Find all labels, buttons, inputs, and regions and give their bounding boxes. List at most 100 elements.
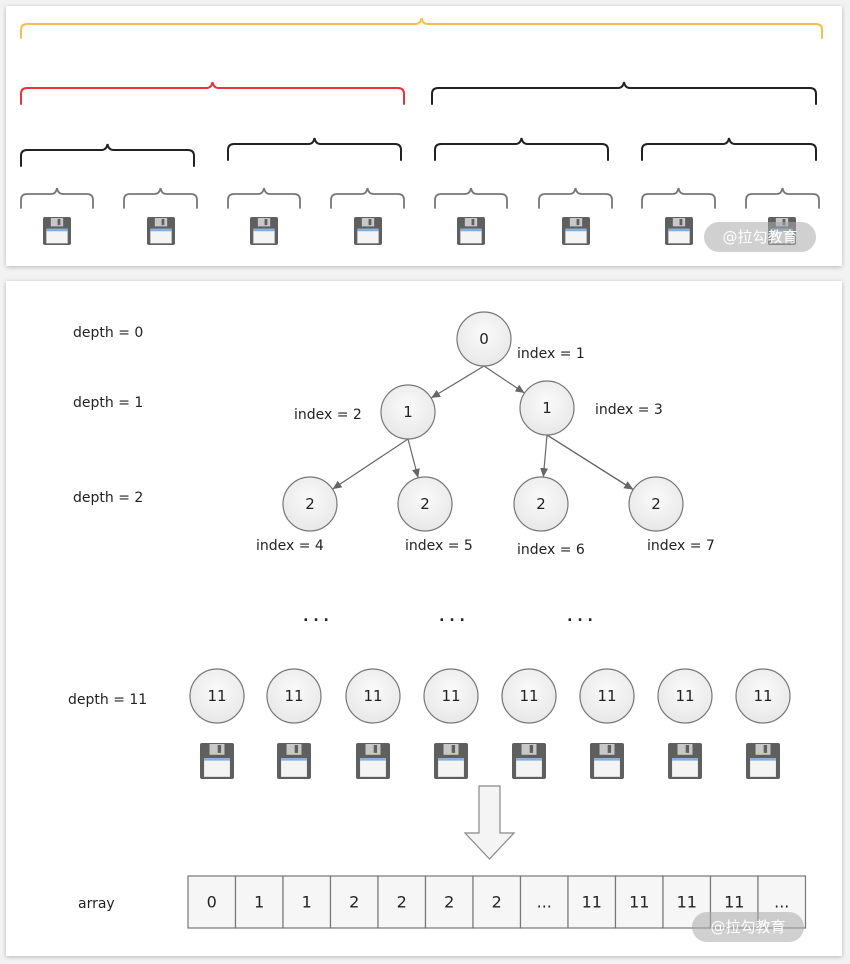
array-cell-value: 11 <box>724 893 744 912</box>
brace-level-3 <box>745 187 820 209</box>
leaf-node: 11 <box>345 668 401 724</box>
node-value: 11 <box>597 687 616 705</box>
brace-level-2 <box>641 137 817 161</box>
leaf-node: 11 <box>579 668 635 724</box>
depth-label-1: depth = 1 <box>73 395 143 411</box>
leaf-node: 11 <box>266 668 322 724</box>
leaf-node: 11 <box>189 668 245 724</box>
node-value: 2 <box>305 495 315 513</box>
brace-level-3 <box>227 187 301 209</box>
ellipsis: . . . <box>567 609 593 625</box>
tree-node: 2 <box>282 476 338 532</box>
array-cell-value: 2 <box>397 893 407 912</box>
brace-level-3 <box>538 187 613 209</box>
brace-level-2 <box>434 137 609 161</box>
node-value: 11 <box>753 687 772 705</box>
tree-edge <box>540 434 549 478</box>
array-label: array <box>78 896 115 912</box>
floppy-disk-icon <box>668 743 702 779</box>
brace-level-3 <box>20 187 94 209</box>
tree-node: 1 <box>380 384 436 440</box>
tree-edge <box>546 434 634 491</box>
brace-hierarchy-panel: @拉勾教育 <box>6 6 842 266</box>
depth-label-2: depth = 2 <box>73 490 143 506</box>
array-cell-value: 2 <box>349 893 359 912</box>
array-cell: 2 <box>424 875 474 929</box>
array-cell: 1 <box>282 875 332 929</box>
watermark: @拉勾教育 <box>692 912 804 942</box>
depth-label-11: depth = 11 <box>68 692 147 708</box>
floppy-disk-icon <box>354 217 382 245</box>
tree-array-diagram: depth = 0 depth = 1 depth = 2 depth = 11… <box>68 311 807 942</box>
brace-level-1-left <box>20 81 405 105</box>
leaf-node: 11 <box>423 668 479 724</box>
array-cell-value: 1 <box>302 893 312 912</box>
index-label: index = 1 <box>517 346 585 362</box>
leaf-node: 11 <box>501 668 557 724</box>
brace-level-3 <box>434 187 508 209</box>
ellipsis: . . . <box>439 609 465 625</box>
svg-text:@拉勾教育: @拉勾教育 <box>710 918 785 936</box>
floppy-disk-icon <box>562 217 590 245</box>
floppy-disk-icon <box>590 743 624 779</box>
node-value: 1 <box>403 403 413 421</box>
floppy-disk-icon <box>200 743 234 779</box>
index-label: index = 6 <box>517 542 585 558</box>
tree-node: 2 <box>397 476 453 532</box>
node-value: 0 <box>479 330 489 348</box>
brace-hierarchy-diagram: @拉勾教育 <box>20 17 823 252</box>
node-value: 1 <box>542 399 552 417</box>
node-value: 11 <box>441 687 460 705</box>
floppy-disk-icon <box>665 217 693 245</box>
tree-edge <box>332 438 409 490</box>
array-cell: ... <box>519 875 569 929</box>
array-cell-value: 11 <box>677 893 697 912</box>
tree-node: 2 <box>513 476 569 532</box>
index-label: index = 5 <box>405 538 473 554</box>
svg-text:@拉勾教育: @拉勾教育 <box>722 228 797 246</box>
floppy-disk-icon <box>457 217 485 245</box>
tree-array-panel: depth = 0 depth = 1 depth = 2 depth = 11… <box>6 281 842 956</box>
index-label: index = 2 <box>294 407 362 423</box>
floppy-disk-icon <box>250 217 278 245</box>
floppy-disk-icon <box>746 743 780 779</box>
array-cell-value: 2 <box>444 893 454 912</box>
node-value: 2 <box>651 495 661 513</box>
node-value: 11 <box>363 687 382 705</box>
tree-node: 1 <box>519 380 575 436</box>
down-arrow-icon <box>463 785 516 860</box>
tree-node: 2 <box>628 476 684 532</box>
brace-level-1-right <box>431 81 817 105</box>
array-cell-value: 1 <box>254 893 264 912</box>
array-cell: 11 <box>614 875 664 929</box>
floppy-disk-icon <box>147 217 175 245</box>
tree-node: 0 <box>456 311 512 367</box>
node-value: 11 <box>675 687 694 705</box>
ellipsis: . . . <box>303 609 329 625</box>
array-cell: 0 <box>187 875 237 929</box>
floppy-disk-icon <box>43 217 71 245</box>
floppy-disk-icon <box>512 743 546 779</box>
array-cell-value: ... <box>537 893 552 912</box>
brace-level-3 <box>641 187 716 209</box>
node-value: 11 <box>284 687 303 705</box>
array-cell: 1 <box>234 875 284 929</box>
tree-edge <box>483 365 525 394</box>
floppy-disk-icon <box>356 743 390 779</box>
brace-level-2 <box>227 137 402 161</box>
brace-level-2 <box>20 143 195 167</box>
array-cell: 11 <box>567 875 617 929</box>
array-cell: 2 <box>377 875 427 929</box>
node-value: 11 <box>207 687 226 705</box>
node-value: 2 <box>536 495 546 513</box>
tree-edge <box>407 438 420 479</box>
array-cell-value: 11 <box>629 893 649 912</box>
watermark: @拉勾教育 <box>704 222 816 252</box>
node-value: 2 <box>420 495 430 513</box>
index-label: index = 3 <box>595 402 663 418</box>
leaf-node: 11 <box>735 668 791 724</box>
tree-edge <box>430 365 485 399</box>
brace-level-0 <box>20 17 823 39</box>
array-cell-value: 11 <box>582 893 602 912</box>
node-value: 11 <box>519 687 538 705</box>
